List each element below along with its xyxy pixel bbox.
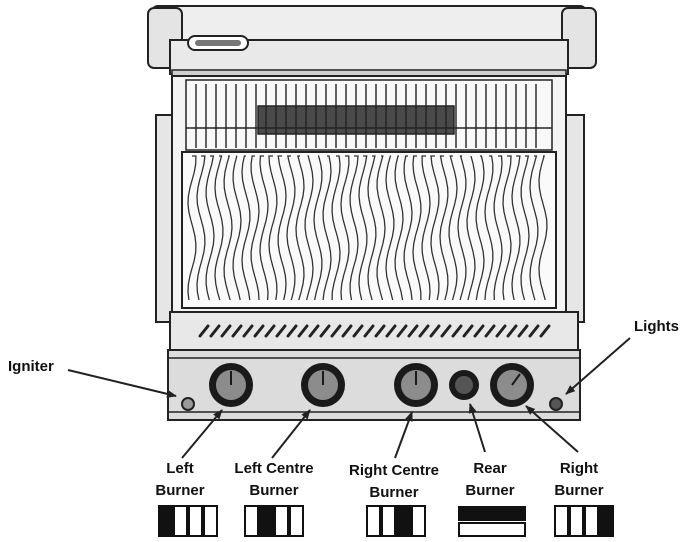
indicator-slot: [411, 505, 426, 537]
indicator-slot: [203, 505, 218, 537]
indicator-slot: [381, 505, 396, 537]
burner-indicator-5: [554, 505, 614, 537]
vent-strip: [169, 311, 579, 351]
indicator-slot: [569, 505, 584, 537]
lights-label: Lights: [634, 318, 679, 335]
indicator-slot: [259, 505, 274, 537]
indicator-slot: [289, 505, 304, 537]
burner-indicators: [158, 505, 614, 537]
cooking-grates: [181, 151, 557, 309]
indicator-slot: [554, 505, 569, 537]
igniter-arrow: [67, 369, 177, 398]
indicator-slot: [244, 505, 259, 537]
indicator-slot: [274, 505, 289, 537]
indicator-slot: [158, 505, 173, 537]
indicator-slot: [584, 505, 599, 537]
left-centre-burner-arrow: [271, 409, 311, 459]
rear-burner-knob[interactable]: [449, 370, 479, 400]
rear-burner-label: Rear Burner: [465, 460, 515, 499]
right-burner-label: Right Burner: [554, 460, 604, 499]
warming-rack: [185, 79, 553, 151]
brand-logo: [187, 35, 249, 51]
right-centre-burner-knob[interactable]: [394, 363, 438, 407]
indicator-slot: [599, 505, 614, 537]
indicator-slot: [366, 505, 381, 537]
left-centre-burner-label: Left Centre Burner: [234, 460, 314, 499]
callout-arrows: [67, 337, 631, 459]
left-centre-burner-knob[interactable]: [301, 363, 345, 407]
lights-switch[interactable]: [549, 397, 563, 411]
lights-arrow: [565, 337, 631, 395]
rear-burner-arrow: [468, 403, 486, 453]
indicator-slot: [188, 505, 203, 537]
burner-indicator-2: [244, 505, 304, 537]
left-burner-arrow: [181, 409, 223, 459]
burner-indicator-1: [158, 505, 218, 537]
left-burner-knob[interactable]: [209, 363, 253, 407]
grill-lid: [147, 5, 597, 77]
right-centre-burner-label: Right Centre Burner: [349, 462, 439, 501]
indicator-slot: [173, 505, 188, 537]
right-burner-arrow: [525, 405, 579, 453]
right-centre-burner-arrow: [394, 411, 413, 459]
burner-indicator-3: [366, 505, 426, 537]
burner-indicator-4: [458, 506, 526, 537]
left-burner-label: Left Burner: [155, 460, 205, 499]
igniter-label: Igniter: [8, 358, 54, 375]
indicator-slot: [396, 505, 411, 537]
igniter-button[interactable]: [181, 397, 195, 411]
right-burner-knob[interactable]: [490, 363, 534, 407]
indicator-slot: [458, 506, 526, 521]
indicator-slot: [458, 522, 526, 537]
